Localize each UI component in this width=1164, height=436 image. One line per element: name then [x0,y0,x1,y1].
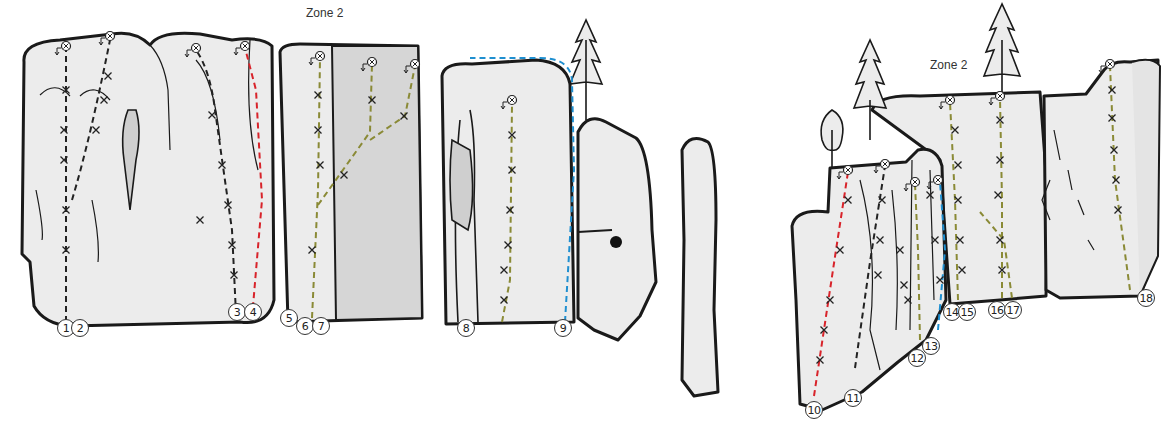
zone-label: Zone 2 [306,6,343,20]
callout-number: 4 [250,307,257,318]
zone-label: Zone 2 [930,58,967,72]
callout-number: 13 [925,341,938,352]
rock-details [36,40,1094,370]
rock-outlines [22,33,1160,410]
callout-number: 9 [560,323,567,334]
callout-number: 2 [77,323,84,334]
callout-number: 18 [1140,293,1153,304]
callout-number: 6 [302,321,309,332]
callout-number: 15 [961,307,974,318]
route-number: 9 [554,319,572,337]
bolt-marks [61,73,1122,364]
route-number: 18 [1137,289,1155,307]
callout-number: 17 [1007,305,1020,316]
route-number: 15 [958,303,976,321]
callout-number: 12 [911,353,924,364]
route-number: 4 [244,303,262,321]
route-number: 11 [844,389,862,407]
anchors [55,32,1115,192]
callout-number: 14 [946,307,959,318]
route-number: 17 [1004,301,1022,319]
callout-number: 8 [463,323,470,334]
route-number: 13 [922,337,940,355]
route-number: 8 [457,319,475,337]
callout-number: 11 [847,393,860,404]
callout-number: 10 [808,405,821,416]
callout-number: 5 [286,313,293,324]
route-number: 10 [805,401,823,419]
route-number: 2 [71,319,89,337]
callout-number: 3 [234,307,241,318]
route-number: 7 [312,317,330,335]
route-lines [66,40,1130,396]
trees [570,4,1020,168]
callout-number: 7 [318,321,325,332]
callout-number: 1 [63,323,70,334]
callout-number: 16 [991,305,1004,316]
